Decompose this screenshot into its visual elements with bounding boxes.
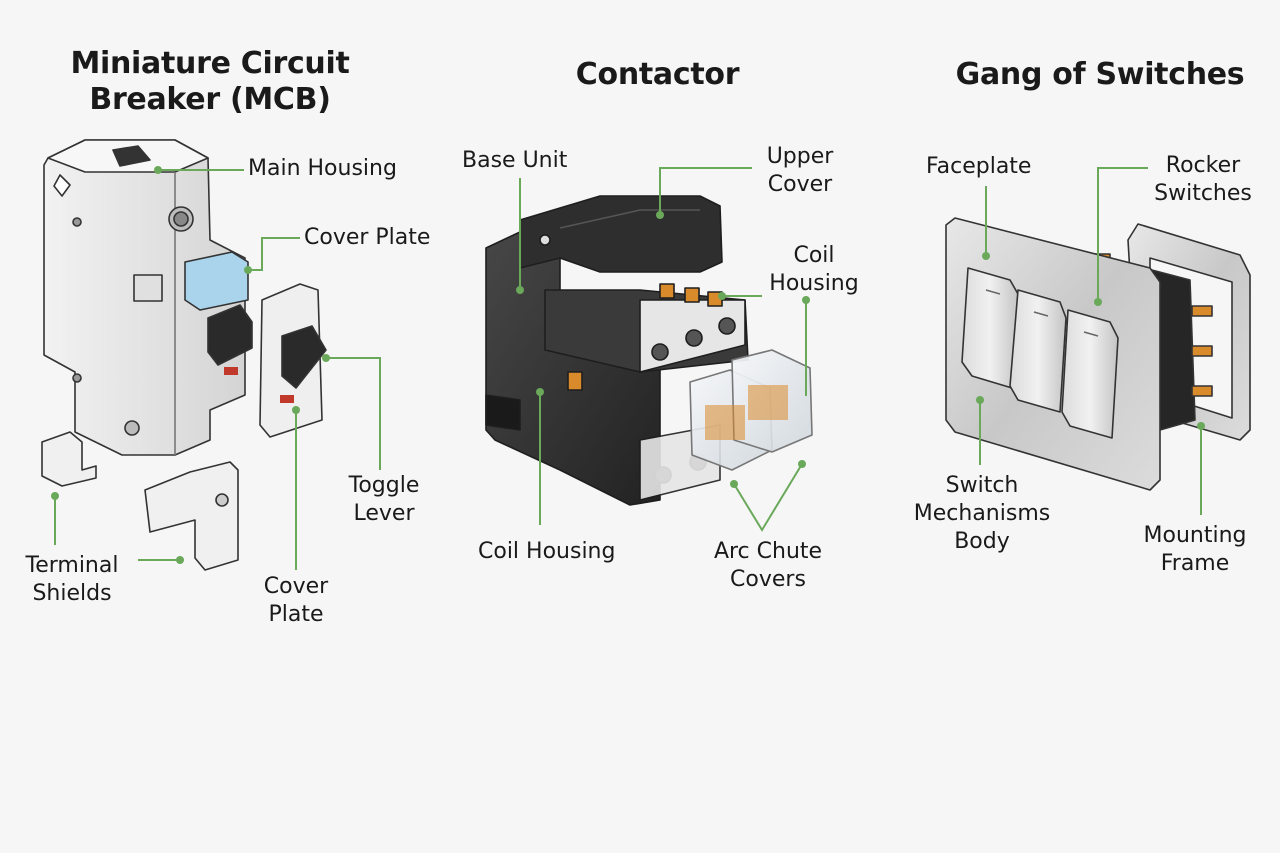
- leader-lines: [54, 167, 1202, 570]
- label-arc-chute-line1: Arc Chute: [713, 539, 823, 564]
- label-switch-mech-line3: Body: [954, 529, 1010, 554]
- label-cover-plate-top-text: Cover Plate: [304, 225, 431, 250]
- label-arc-chute: Arc Chute Covers: [700, 538, 836, 594]
- mcb-illustration: [41, 139, 327, 571]
- label-coil-housing-bottom-text: Coil Housing: [478, 539, 616, 564]
- label-rocker-line2: Switches: [1154, 181, 1252, 206]
- contactor-upper-cover: [519, 195, 723, 273]
- label-mounting-line2: Frame: [1160, 551, 1230, 576]
- label-coil-housing-right-line1: Coil: [793, 243, 835, 268]
- label-upper-cover-line1: Upper: [766, 144, 834, 169]
- contactor-title: Contactor: [520, 57, 795, 93]
- label-upper-cover: Upper Cover: [752, 143, 848, 199]
- switches-illustration: [945, 217, 1251, 491]
- label-base-unit: Base Unit: [462, 147, 567, 175]
- mcb-toggle: [207, 304, 253, 366]
- label-coil-housing-right: Coil Housing: [762, 242, 866, 298]
- contactor-title-text: Contactor: [575, 57, 740, 92]
- switches-title-text: Gang of Switches: [955, 57, 1245, 92]
- label-main-housing-text: Main Housing: [248, 156, 397, 181]
- label-coil-housing-right-line2: Housing: [769, 271, 859, 296]
- label-rocker-switches: Rocker Switches: [1146, 152, 1260, 208]
- terminal-shield-large: [144, 461, 239, 571]
- label-toggle-lever-line1: Toggle: [348, 473, 420, 498]
- label-switch-mech-line2: Mechanisms: [913, 501, 1051, 526]
- label-cover-plate-bottom-line2: Plate: [268, 602, 324, 627]
- label-terminal-shields-line1: Terminal: [25, 553, 119, 578]
- mcb-title-line2: Breaker (MCB): [89, 82, 331, 117]
- rocker-3: [1061, 309, 1119, 439]
- label-switch-mech-line1: Switch: [945, 473, 1019, 498]
- label-coil-housing-bottom: Coil Housing: [478, 538, 615, 566]
- mcb-blue-window: [184, 251, 249, 311]
- label-toggle-lever-line2: Lever: [353, 501, 415, 526]
- leader-dots: [51, 166, 1205, 564]
- label-rocker-line1: Rocker: [1165, 153, 1241, 178]
- leader-upper-cover: [659, 167, 752, 215]
- label-cover-plate-bottom-line1: Cover: [263, 574, 329, 599]
- leader-cover-plate-top: [248, 237, 300, 271]
- label-mounting-line1: Mounting: [1143, 523, 1247, 548]
- label-terminal-shields-line2: Shields: [32, 581, 112, 606]
- terminal-shield-small: [41, 431, 97, 487]
- label-switch-mechanisms: Switch Mechanisms Body: [900, 472, 1064, 556]
- label-main-housing: Main Housing: [248, 155, 397, 183]
- label-toggle-lever: Toggle Lever: [332, 472, 436, 528]
- label-mounting-frame: Mounting Frame: [1130, 522, 1260, 578]
- mcb-title: Miniature Circuit Breaker (MCB): [40, 46, 380, 118]
- contactor-illustration: [485, 195, 813, 506]
- label-terminal-shields: Terminal Shields: [12, 552, 132, 608]
- rocker-1: [961, 267, 1019, 389]
- leader-toggle-lever: [326, 357, 381, 470]
- leader-rocker: [1097, 167, 1148, 302]
- rocker-2: [1009, 289, 1067, 413]
- label-cover-plate-bottom: Cover Plate: [246, 573, 346, 629]
- mcb-title-line1: Miniature Circuit: [70, 46, 350, 81]
- label-faceplate: Faceplate: [926, 153, 1031, 181]
- label-cover-plate-top: Cover Plate: [304, 224, 430, 252]
- switches-title: Gang of Switches: [950, 57, 1250, 93]
- leader-arc-chute: [733, 463, 803, 532]
- label-faceplate-text: Faceplate: [926, 154, 1032, 179]
- label-upper-cover-line2: Cover: [767, 172, 833, 197]
- label-base-unit-text: Base Unit: [462, 148, 568, 173]
- label-arc-chute-line2: Covers: [730, 567, 806, 592]
